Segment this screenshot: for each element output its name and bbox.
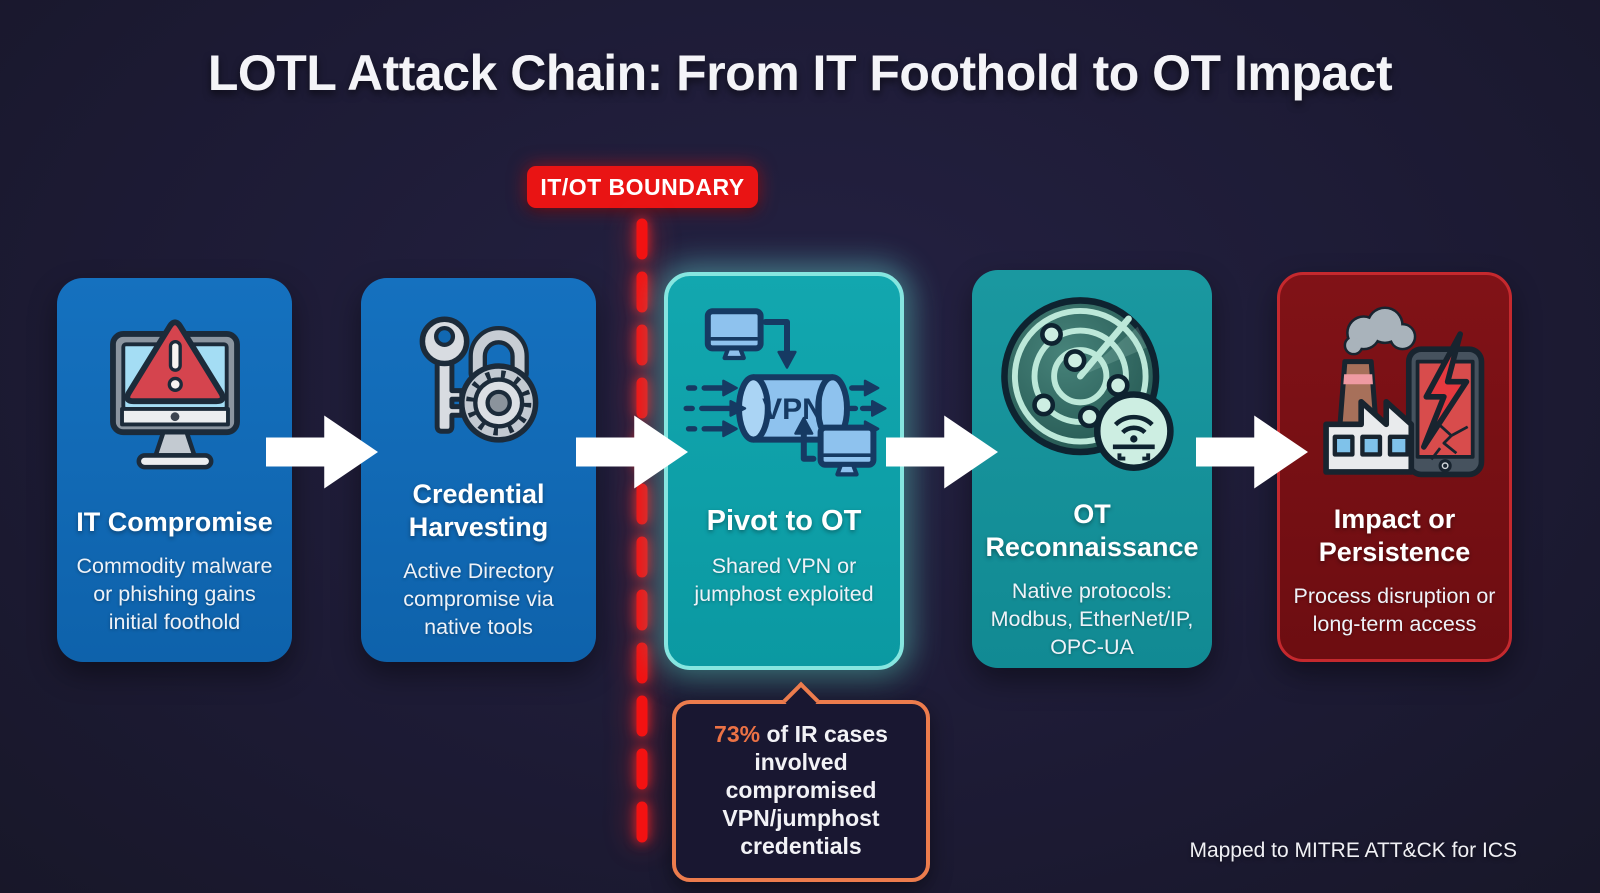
- key-lock-icon: [399, 298, 559, 466]
- stage-description: Shared VPN or jumphost exploited: [694, 554, 874, 607]
- stage-description: Active Directory compromise via native t…: [403, 559, 554, 640]
- vpn-label: VPN: [762, 393, 824, 426]
- callout-stat: 73%: [714, 721, 761, 747]
- stage-title: OT Reconnaissance: [985, 499, 1199, 562]
- stage-description: Commodity malware or phishing gains init…: [76, 553, 273, 634]
- stage-card-it-compromise: IT Compromise Commodity malware or phish…: [57, 278, 292, 662]
- stat-callout: 73% of IR cases involved compromised VPN…: [672, 681, 930, 883]
- stage-title: Pivot to OT: [706, 505, 862, 537]
- boundary-dashed-line: [636, 218, 648, 858]
- stage-card-impact-persistence: Impact or Persistence Process disruption…: [1277, 272, 1512, 662]
- boundary-badge: IT/OT BOUNDARY: [527, 166, 758, 208]
- page-title: LOTL Attack Chain: From IT Foothold to O…: [207, 45, 1393, 101]
- callout-text: of IR cases involved compromised VPN/jum…: [722, 721, 888, 860]
- stage-card-pivot-to-ot: VPN Pivot to OT Shared VPN or jumphost e…: [664, 272, 904, 670]
- vpn-tunnel-icon: VPN: [679, 296, 889, 492]
- stage-description: Process disruption or long-term access: [1293, 583, 1496, 636]
- radar-icon: [994, 290, 1190, 486]
- stage-title: Impact or Persistence: [1318, 504, 1471, 567]
- stage-card-ot-reconnaissance: OT Reconnaissance Native protocols: Modb…: [972, 270, 1212, 668]
- factory-damage-icon: [1301, 295, 1489, 491]
- footer-note: Mapped to MITRE ATT&CK for ICS: [1189, 839, 1517, 862]
- monitor-warning-icon: [91, 298, 259, 494]
- stage-title: IT Compromise: [76, 507, 273, 537]
- stage-description: Native protocols: Modbus, EtherNet/IP, O…: [990, 578, 1194, 659]
- stage-title: Credential Harvesting: [408, 479, 549, 543]
- stage-card-credential-harvesting: Credential Harvesting Active Directory c…: [361, 278, 596, 662]
- callout-pointer: [782, 681, 820, 719]
